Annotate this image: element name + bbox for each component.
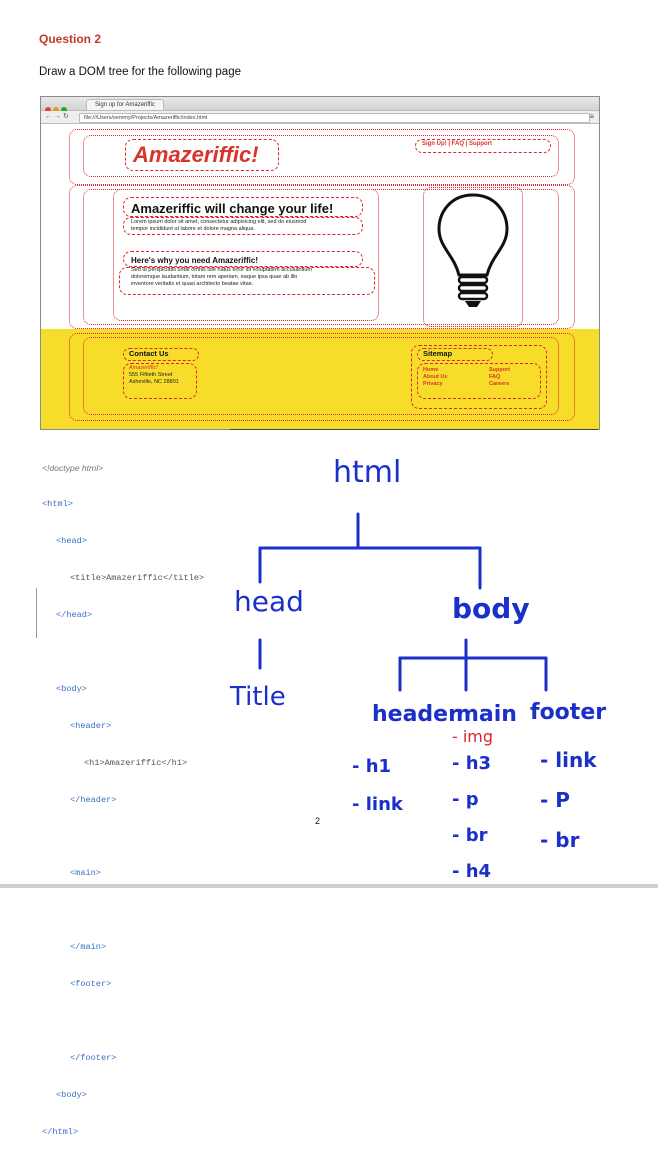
main-children-list: - h3 - p - br - h4 [452, 753, 492, 882]
lorem1-outline [123, 217, 363, 235]
code-line: <body> [56, 1089, 87, 1100]
headline-outline [123, 197, 363, 217]
contact-heading-outline [123, 348, 199, 361]
code-line [42, 1015, 204, 1027]
dom-tree-lines [258, 512, 548, 692]
toplinks-outline [415, 139, 551, 153]
header-outline [69, 129, 575, 185]
contact-address: Amazeriffic! 555 Fiftieth Street Ashevil… [129, 365, 179, 385]
code-line: <footer> [70, 979, 112, 990]
question-prompt: Draw a DOM tree for the following page [39, 66, 241, 78]
tree-node-header: header [372, 702, 459, 727]
brand-title: Amazeriffic! [133, 142, 259, 167]
code-line: </head> [56, 610, 93, 621]
headline: Amazeriffic will change your life! [131, 201, 334, 216]
lightbulb-icon [437, 193, 509, 307]
address-bar: ←→↻ file:///Users/semmy/Projects/Amazeri… [41, 111, 599, 124]
question-title: Question 2 [39, 32, 102, 46]
header-inner-outline [83, 135, 559, 177]
code-line: <body> [56, 683, 87, 694]
footer-inner-outline [83, 337, 559, 415]
window-controls [45, 100, 69, 118]
separator-line [230, 429, 598, 430]
footer-outline [69, 333, 575, 421]
menu-icon: ≡ [589, 112, 594, 121]
code-line: </html> [42, 1126, 79, 1137]
code-line: <!doctype html> [42, 462, 104, 473]
lorem-paragraph-1: Lorem ipsum dolor sit amet, consectetur … [131, 219, 307, 232]
sitemap-heading: Sitemap [423, 349, 453, 358]
header-children-list: - h1 - link [352, 756, 403, 815]
code-line: <html> [42, 499, 73, 510]
subhead: Here's why you need Amazeriffic! [131, 256, 258, 265]
lorem-paragraph-2: Sed ut perspiciatis unde omnis iste natu… [131, 267, 312, 287]
nav-buttons-icon: ←→↻ [45, 113, 71, 120]
bottom-border [0, 884, 658, 888]
code-line: <title>Amazeriffic</title> [70, 573, 205, 584]
browser-screenshot: Sign up for Amazeriffic ←→↻ file:///User… [40, 96, 600, 430]
code-line: </header> [70, 794, 117, 805]
code-line: <h1>Amazeriffic</h1> [84, 757, 188, 768]
page-number: 2 [315, 816, 321, 826]
main-correction-img: - img [452, 727, 494, 746]
browser-tabbar: Sign up for Amazeriffic [41, 97, 599, 113]
code-line: <header> [70, 720, 112, 731]
sitemap-heading-outline [417, 348, 493, 361]
tree-node-head: head [234, 585, 304, 618]
sitemap-list-outline [417, 363, 541, 399]
content-outline [113, 189, 379, 321]
main-outline [69, 185, 575, 329]
tree-node-footer: footer [530, 700, 607, 725]
tree-node-title: Title [230, 682, 286, 712]
tree-node-html: html [333, 455, 402, 490]
tree-node-body: body [452, 592, 530, 625]
tree-node-main: main [456, 702, 517, 727]
browser-tab: Sign up for Amazeriffic [86, 99, 164, 110]
code-line: <main> [70, 868, 101, 879]
code-line: <head> [56, 536, 87, 547]
contact-heading: Contact Us [129, 349, 169, 358]
code-line: </footer> [70, 1052, 117, 1063]
sitemap-outline [411, 345, 547, 409]
url-field: file:///Users/semmy/Projects/Amazeriffic… [79, 113, 590, 123]
footer-children-list: - link - P - br [540, 748, 597, 852]
top-links: Sign Up! | FAQ | Support [422, 141, 493, 147]
contact-address-outline [123, 363, 197, 399]
code-margin-bar [36, 588, 37, 638]
image-outline [423, 187, 523, 327]
subhead-outline [123, 251, 363, 267]
code-line: </main> [70, 942, 107, 953]
code-line [42, 904, 204, 916]
brand-outline [125, 139, 279, 171]
lorem2-outline [119, 267, 375, 295]
